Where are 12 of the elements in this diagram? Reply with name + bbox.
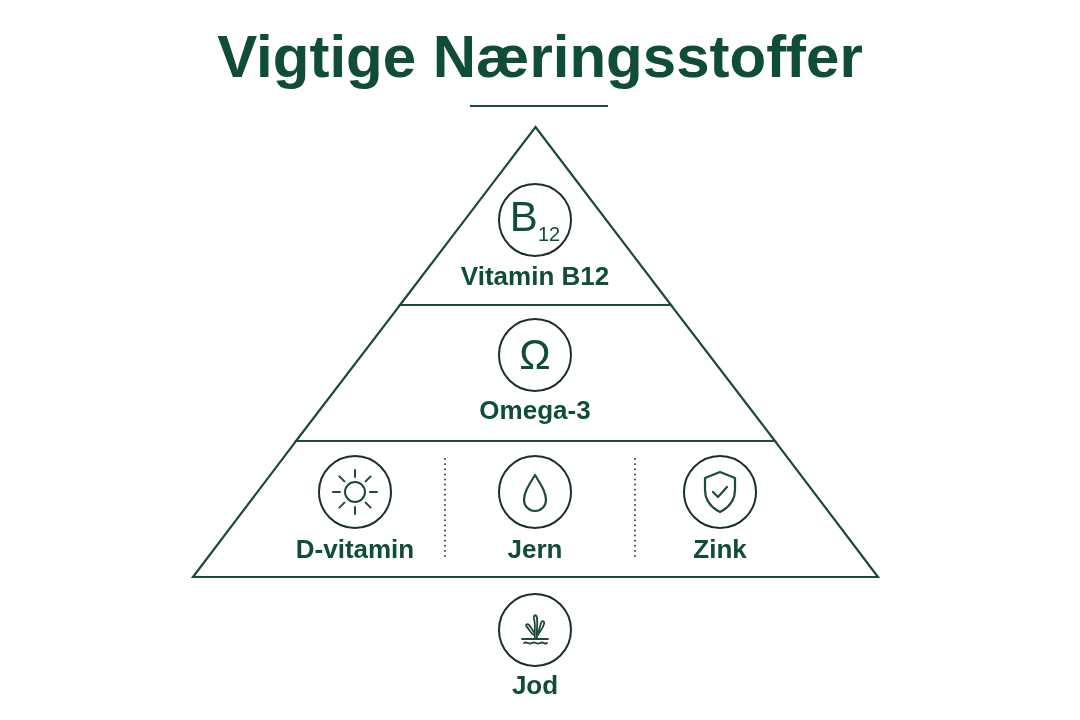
- nutrient-label: Omega-3: [479, 395, 591, 425]
- pyramid-tier: [296, 305, 775, 441]
- nutrient-label: Vitamin B12: [460, 261, 610, 291]
- nutrient-label: Jod: [511, 670, 559, 700]
- nutrient-label: D-vitamin: [295, 534, 415, 564]
- nutrient-label: Jern: [507, 534, 563, 564]
- nutrient-label: Zink: [693, 534, 747, 564]
- pyramid-tier: [400, 127, 671, 305]
- omega-symbol: Ω: [498, 318, 572, 392]
- vitamin-symbol: B$_{12}$: [498, 183, 572, 257]
- pyramid-tier: [193, 441, 878, 577]
- title: Vigtige Næringsstoffer: [217, 22, 863, 92]
